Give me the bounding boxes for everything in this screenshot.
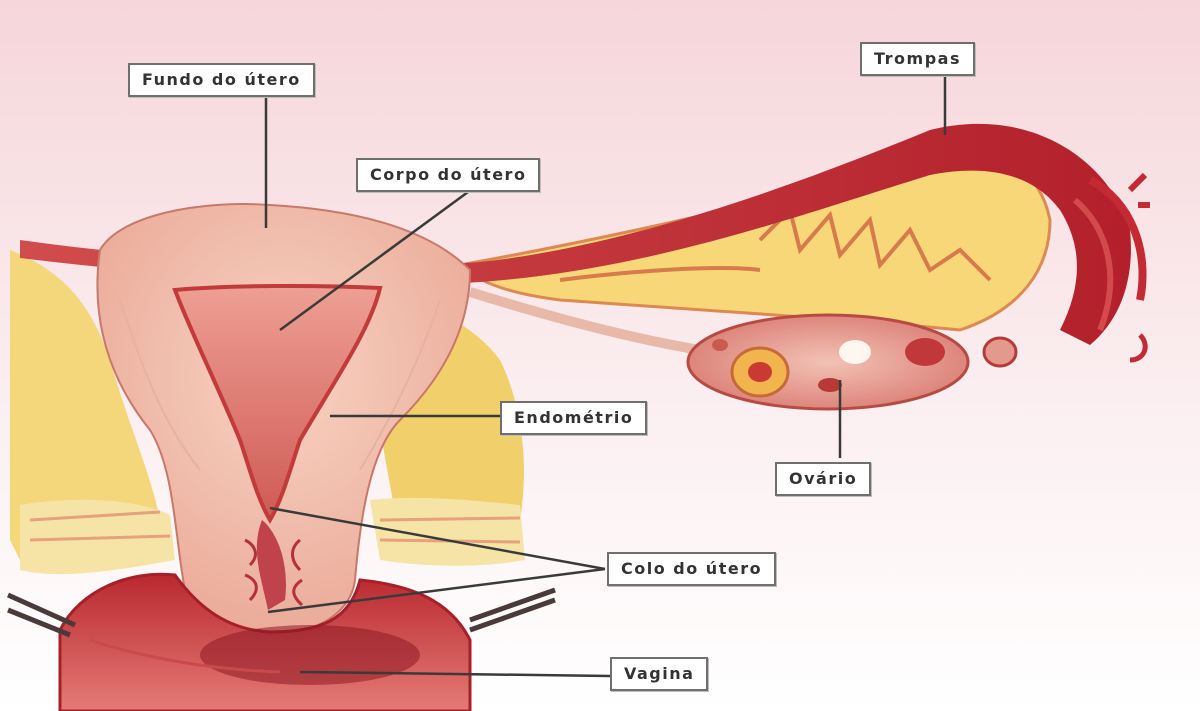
label-trompas: Trompas [860,42,975,76]
label-vagina: Vagina [610,657,708,691]
label-endometrio: Endométrio [500,401,647,435]
label-corpo-do-utero: Corpo do útero [356,158,540,192]
ovary [688,315,968,409]
label-colo-do-utero: Colo do útero [607,552,776,586]
label-fundo-do-utero: Fundo do útero [128,63,315,97]
label-ovario: Ovário [775,462,871,496]
